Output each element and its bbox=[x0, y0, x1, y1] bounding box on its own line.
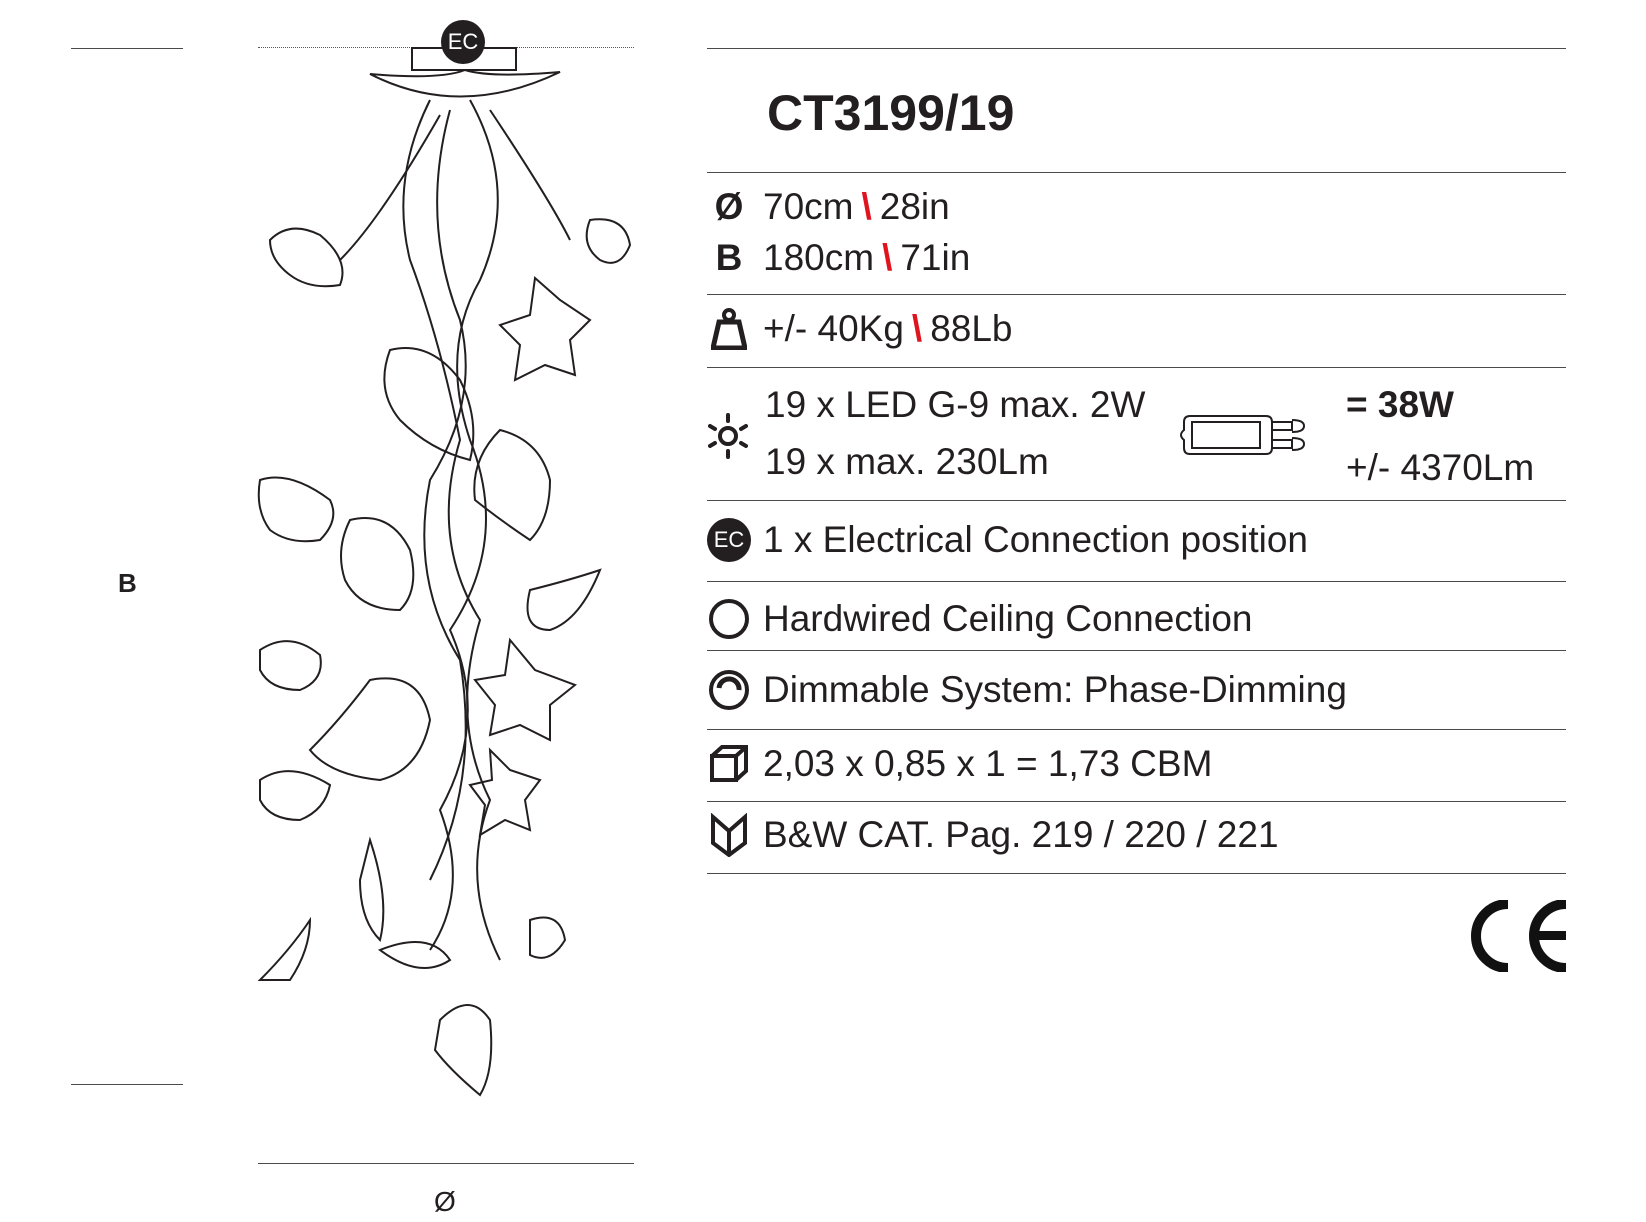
spec-weight: +/- 40Kg\88Lb bbox=[707, 308, 1013, 350]
circle-icon bbox=[707, 597, 751, 641]
leaf bbox=[433, 1004, 493, 1097]
spec-dimming: Dimmable System: Phase-Dimming bbox=[707, 668, 1347, 712]
total-lumen: +/- 4370Lm bbox=[1346, 447, 1535, 488]
diameter-mark bbox=[258, 1163, 634, 1164]
star-leaf bbox=[473, 637, 577, 742]
product-code: CT3199/19 bbox=[767, 85, 1015, 141]
spec-diameter: Ø 70cm\28in bbox=[707, 186, 950, 228]
divider bbox=[707, 729, 1566, 730]
height-dimension-label: B bbox=[118, 568, 137, 598]
box-icon bbox=[707, 744, 751, 784]
divider bbox=[707, 367, 1566, 368]
leaf bbox=[529, 916, 567, 959]
ce-mark bbox=[1470, 899, 1568, 977]
leaf bbox=[377, 941, 452, 969]
light-spec-line1: 19 x LED G-9 max. 2W bbox=[765, 384, 1146, 425]
light-bulb-sun-icon bbox=[706, 412, 750, 465]
spec-packaging: 2,03 x 0,85 x 1 = 1,73 CBM bbox=[707, 743, 1212, 785]
vine bbox=[429, 99, 499, 951]
vine bbox=[423, 109, 467, 881]
chandelier-drawing bbox=[257, 47, 632, 1097]
light-spec-line2: 19 x max. 230Lm bbox=[765, 441, 1049, 482]
leaf bbox=[473, 428, 552, 542]
ec-icon: EC bbox=[707, 518, 751, 562]
leaf bbox=[259, 640, 322, 692]
divider bbox=[707, 801, 1566, 802]
catalog-icon bbox=[707, 813, 751, 857]
divider bbox=[707, 650, 1566, 651]
leaf bbox=[383, 347, 475, 462]
spec-height: B 180cm\71in bbox=[707, 237, 971, 279]
leaf bbox=[308, 677, 432, 782]
leaf bbox=[268, 227, 344, 288]
leaf bbox=[358, 836, 385, 942]
ec-position-marker: EC bbox=[441, 20, 485, 64]
height-bottom-mark bbox=[71, 1084, 183, 1085]
divider bbox=[707, 48, 1566, 49]
spec-electrical-connection: EC 1 x Electrical Connection position bbox=[707, 518, 1308, 562]
star-leaf bbox=[498, 276, 592, 382]
leaf bbox=[585, 218, 632, 264]
vine bbox=[402, 99, 501, 961]
height-icon: B bbox=[715, 237, 743, 278]
leaf bbox=[259, 770, 332, 822]
vine bbox=[489, 109, 571, 241]
spec-catalog: B&W CAT. Pag. 219 / 220 / 221 bbox=[707, 813, 1279, 857]
diameter-icon: Ø bbox=[714, 186, 744, 227]
g9-bulb-icon bbox=[1176, 410, 1326, 465]
divider bbox=[707, 581, 1566, 582]
star-leaf bbox=[468, 747, 542, 837]
height-top-mark bbox=[71, 48, 183, 49]
canopy bbox=[369, 68, 561, 98]
diameter-dimension-label: Ø bbox=[434, 1186, 456, 1217]
leaf bbox=[257, 916, 312, 981]
leaf bbox=[526, 568, 602, 632]
divider bbox=[707, 873, 1566, 874]
weight-icon bbox=[707, 308, 751, 350]
divider bbox=[707, 294, 1566, 295]
dimmer-icon bbox=[707, 668, 751, 712]
total-power: = 38W bbox=[1346, 384, 1454, 425]
divider bbox=[707, 172, 1566, 173]
spec-ceiling-connection: Hardwired Ceiling Connection bbox=[707, 597, 1252, 641]
vine bbox=[339, 114, 441, 261]
leaf bbox=[340, 517, 415, 612]
divider bbox=[707, 500, 1566, 501]
leaf bbox=[257, 476, 335, 543]
